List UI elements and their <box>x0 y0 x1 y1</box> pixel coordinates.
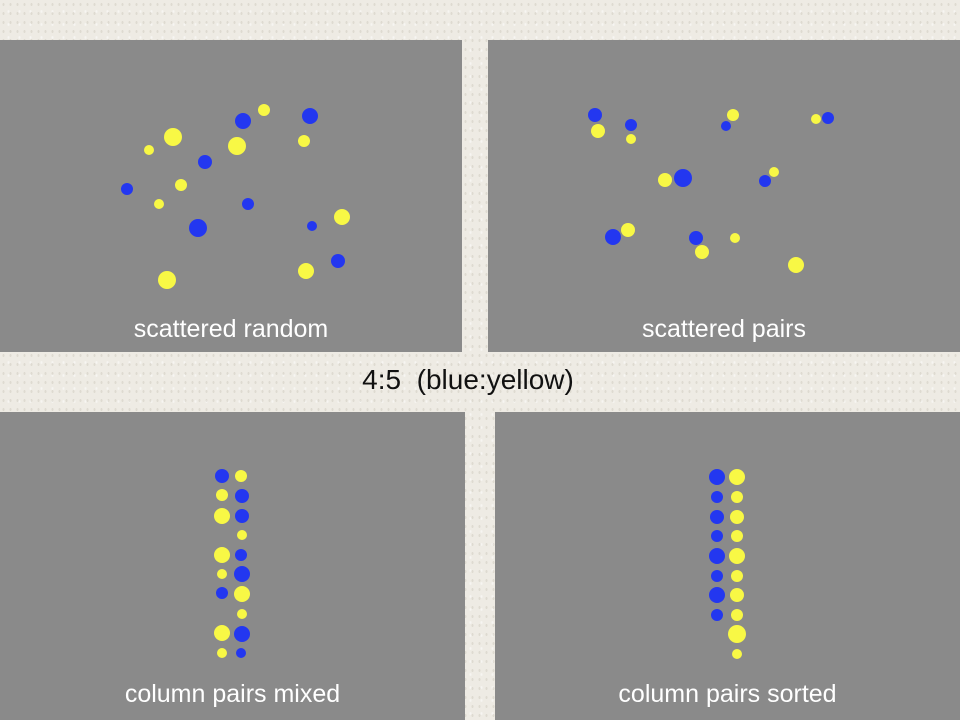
panel-column-pairs-mixed: column pairs mixed <box>0 412 465 720</box>
yellow-dot <box>730 233 740 243</box>
caption-scattered-pairs: scattered pairs <box>642 315 806 343</box>
blue-dot <box>302 108 318 124</box>
blue-dot <box>689 231 703 245</box>
yellow-dot <box>626 134 636 144</box>
yellow-dot <box>731 609 743 621</box>
yellow-dot <box>728 625 746 643</box>
yellow-dot <box>154 199 164 209</box>
blue-dot <box>331 254 345 268</box>
blue-dot <box>709 587 725 603</box>
yellow-dot <box>621 223 635 237</box>
yellow-dot <box>216 489 228 501</box>
blue-dot <box>215 469 229 483</box>
caption-column-pairs-sorted: column pairs sorted <box>618 680 837 708</box>
yellow-dot <box>730 510 744 524</box>
yellow-dot <box>695 245 709 259</box>
yellow-dot <box>298 263 314 279</box>
blue-dot <box>711 530 723 542</box>
yellow-dot <box>730 588 744 602</box>
yellow-dot <box>214 547 230 563</box>
blue-dot <box>711 491 723 503</box>
caption-scattered-random: scattered random <box>133 315 329 343</box>
yellow-dot <box>658 173 672 187</box>
yellow-dot <box>158 271 176 289</box>
blue-dot <box>710 510 724 524</box>
dots-column-pairs-mixed <box>214 469 250 658</box>
yellow-dot <box>228 137 246 155</box>
blue-dot <box>674 169 692 187</box>
yellow-dot <box>144 145 154 155</box>
blue-dot <box>236 648 246 658</box>
blue-dot <box>711 609 723 621</box>
blue-dot <box>189 219 207 237</box>
blue-dot <box>234 566 250 582</box>
yellow-dot <box>237 530 247 540</box>
dots-column-pairs-sorted <box>709 469 746 659</box>
blue-dot <box>242 198 254 210</box>
yellow-dot <box>217 648 227 658</box>
yellow-dot <box>731 570 743 582</box>
blue-dot <box>605 229 621 245</box>
yellow-dot <box>729 469 745 485</box>
caption-column-pairs-mixed: column pairs mixed <box>124 680 341 708</box>
dots-scattered-pairs <box>588 108 834 273</box>
yellow-dot <box>258 104 270 116</box>
yellow-dot <box>334 209 350 225</box>
yellow-dot <box>729 548 745 564</box>
panel-scattered-random: scattered random <box>0 40 462 352</box>
panel-scattered-pairs: scattered pairs <box>488 40 960 352</box>
blue-dot <box>721 121 731 131</box>
blue-dot <box>625 119 637 131</box>
blue-dot <box>235 549 247 561</box>
yellow-dot <box>235 470 247 482</box>
yellow-dot <box>164 128 182 146</box>
yellow-dot <box>731 530 743 542</box>
yellow-dot <box>237 609 247 619</box>
yellow-dot <box>811 114 821 124</box>
blue-dot <box>709 469 725 485</box>
ratio-label: 4:5 (blue:yellow) <box>362 364 574 395</box>
yellow-dot <box>298 135 310 147</box>
yellow-dot <box>732 649 742 659</box>
dots-scattered-random <box>121 104 350 289</box>
blue-dot <box>235 509 249 523</box>
blue-dot <box>121 183 133 195</box>
blue-dot <box>198 155 212 169</box>
yellow-dot <box>175 179 187 191</box>
yellow-dot <box>788 257 804 273</box>
yellow-dot <box>769 167 779 177</box>
yellow-dot <box>727 109 739 121</box>
blue-dot <box>711 570 723 582</box>
yellow-dot <box>731 491 743 503</box>
blue-dot <box>822 112 834 124</box>
blue-dot <box>234 626 250 642</box>
blue-dot <box>307 221 317 231</box>
yellow-dot <box>217 569 227 579</box>
yellow-dot <box>214 625 230 641</box>
blue-dot <box>709 548 725 564</box>
yellow-dot <box>214 508 230 524</box>
blue-dot <box>235 113 251 129</box>
blue-dot <box>588 108 602 122</box>
yellow-dot <box>234 586 250 602</box>
panel-column-pairs-sorted: column pairs sorted <box>495 412 960 720</box>
blue-dot <box>759 175 771 187</box>
blue-dot <box>216 587 228 599</box>
yellow-dot <box>591 124 605 138</box>
blue-dot <box>235 489 249 503</box>
